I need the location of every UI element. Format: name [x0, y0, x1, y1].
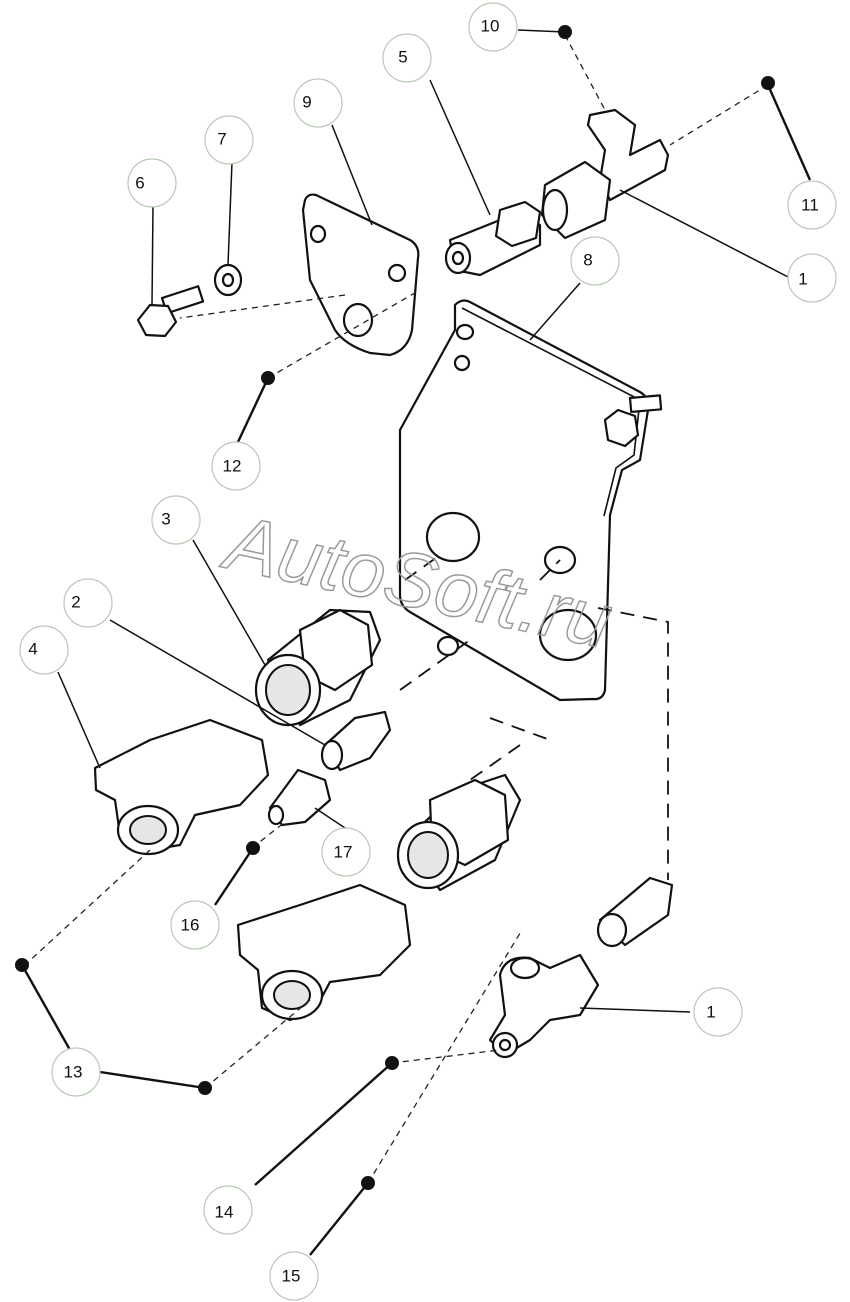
plate-bolt	[603, 394, 663, 448]
svg-text:4: 4	[28, 640, 37, 659]
svg-text:15: 15	[282, 1267, 301, 1286]
leader-lines	[20, 29, 812, 1256]
callout-14: 14	[203, 1185, 253, 1235]
tee-fitting-lower	[488, 953, 600, 1059]
svg-text:8: 8	[583, 251, 592, 270]
assembly-lines	[24, 34, 769, 1184]
adapter-fitting-center	[396, 773, 522, 892]
callout-5: 5	[382, 33, 432, 83]
nipple-2	[320, 710, 392, 772]
svg-text:5: 5	[398, 48, 407, 67]
callout-10: 10	[468, 2, 518, 52]
callout-16: 16	[170, 900, 220, 950]
callout-13: 13	[51, 1047, 101, 1097]
callout-8: 8	[570, 236, 620, 286]
svg-text:10: 10	[481, 17, 500, 36]
callout-11: 11	[787, 180, 837, 230]
callout-15: 15	[269, 1251, 319, 1301]
callout-1-upper: 1	[787, 253, 837, 303]
svg-text:2: 2	[71, 593, 80, 612]
svg-text:9: 9	[302, 93, 311, 112]
callout-9: 9	[293, 78, 343, 128]
fitting-right	[596, 876, 674, 948]
callout-6: 6	[127, 158, 177, 208]
svg-text:3: 3	[161, 510, 170, 529]
fitting-upper	[444, 200, 542, 277]
bolt	[136, 285, 205, 338]
svg-text:6: 6	[135, 174, 144, 193]
washer	[213, 263, 243, 297]
callout-3: 3	[151, 495, 201, 545]
svg-text:12: 12	[223, 457, 242, 476]
nipple-17	[267, 768, 332, 827]
svg-text:17: 17	[334, 843, 353, 862]
svg-text:14: 14	[215, 1203, 234, 1222]
elbow-fitting-4	[93, 718, 270, 856]
svg-text:11: 11	[801, 196, 819, 215]
adapter-fitting-3	[254, 608, 382, 727]
svg-text:13: 13	[64, 1063, 83, 1082]
svg-text:1: 1	[706, 1003, 715, 1022]
callout-17: 17	[321, 827, 371, 877]
bracket-plate	[398, 299, 650, 702]
svg-text:1: 1	[798, 270, 807, 289]
elbow-fitting-lower	[236, 883, 412, 1022]
elbow-fitting-upper	[540, 108, 670, 240]
callout-1-lower: 1	[693, 987, 743, 1037]
svg-text:16: 16	[181, 916, 200, 935]
callout-12: 12	[211, 441, 261, 491]
callout-4: 4	[19, 625, 69, 675]
callout-7: 7	[204, 115, 254, 165]
flange-plate	[301, 193, 420, 357]
leader-dots	[15, 25, 775, 1190]
svg-text:7: 7	[217, 130, 226, 149]
callout-2: 2	[63, 578, 113, 628]
